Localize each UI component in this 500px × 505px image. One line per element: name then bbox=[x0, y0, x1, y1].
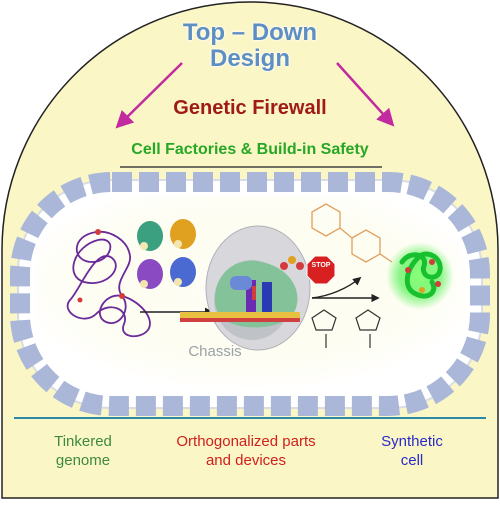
tinkered-line2: genome bbox=[55, 452, 111, 469]
orthogonalized-parts-label: Orthogonalized parts and devices bbox=[156, 432, 336, 470]
tinkered-genome-label: Tinkered genome bbox=[28, 432, 138, 470]
stop-sign-icon bbox=[306, 255, 336, 285]
genetic-firewall-label: Genetic Firewall bbox=[173, 97, 327, 119]
dna-coil-icon bbox=[66, 230, 151, 338]
synthetic-cell-label: Synthetic cell bbox=[367, 432, 457, 470]
synthetic-line2: cell bbox=[400, 452, 424, 469]
ribosome-icon bbox=[180, 225, 311, 351]
synthetic-protein-icon bbox=[386, 242, 454, 310]
trna-icon bbox=[137, 219, 196, 289]
synthetic-line1: Synthetic bbox=[381, 433, 443, 450]
arrow-down-left-icon bbox=[115, 62, 183, 129]
cell-factories-label: Cell Factories & Build-in Safety bbox=[131, 141, 369, 158]
proline-structures bbox=[311, 309, 381, 348]
title-line1: Top – Down bbox=[182, 19, 318, 46]
orthogonal-line2: and devices bbox=[205, 452, 287, 469]
arrow-down-right-icon bbox=[336, 62, 395, 127]
chassis-label: Chassis bbox=[188, 343, 242, 360]
orthogonal-line1: Orthogonalized parts bbox=[176, 433, 316, 450]
title-line2: Design bbox=[209, 45, 290, 72]
stop-sign-label: STOP bbox=[311, 262, 331, 269]
page-title: Top – Down Design bbox=[150, 20, 350, 72]
tinkered-line1: Tinkered bbox=[54, 433, 112, 450]
